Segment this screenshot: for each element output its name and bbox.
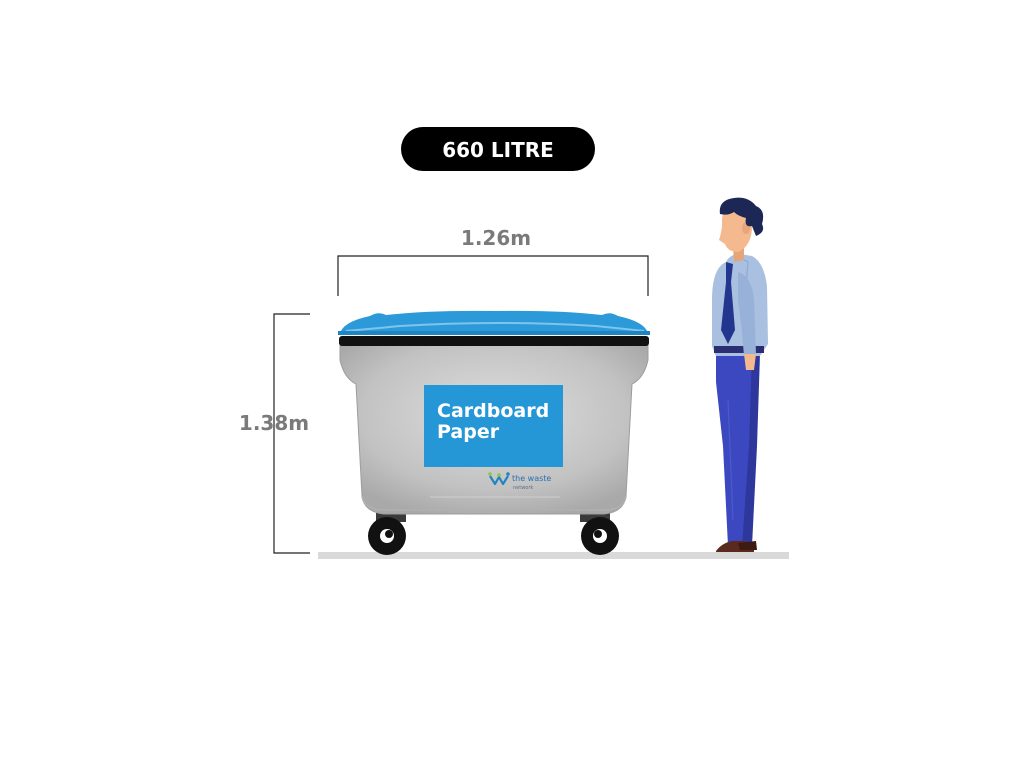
- width-bracket: [337, 255, 649, 296]
- ground-line: [318, 552, 789, 559]
- size-badge-label: 660 LITRE: [442, 138, 554, 162]
- left-wheel-icon: [368, 508, 406, 555]
- sign-line-2: Paper: [437, 421, 500, 443]
- sign-line-1: Cardboard: [437, 400, 549, 422]
- size-badge: 660 LITRE: [401, 127, 595, 171]
- bin-sign: [424, 385, 563, 467]
- height-bracket: [273, 313, 310, 554]
- logo-line-2: network: [513, 485, 533, 491]
- bin-rim: [339, 336, 649, 346]
- width-label: 1.26m: [461, 226, 531, 250]
- person-tie: [721, 262, 735, 344]
- person-head: [719, 206, 752, 252]
- width-dimension: 1.26m: [337, 226, 649, 296]
- person-trousers: [716, 352, 752, 546]
- waste-network-logo-icon: [488, 472, 510, 486]
- right-wheel-icon: [580, 508, 619, 555]
- waste-network-logo: the waste network: [488, 472, 551, 491]
- person-hair: [719, 197, 764, 236]
- person-figure: [712, 197, 768, 552]
- wheelie-bin: Cardboard Paper the waste network: [338, 310, 650, 555]
- height-dimension: 1.38m: [239, 313, 310, 554]
- logo-line-1: the waste: [512, 474, 551, 483]
- height-label: 1.38m: [239, 411, 309, 435]
